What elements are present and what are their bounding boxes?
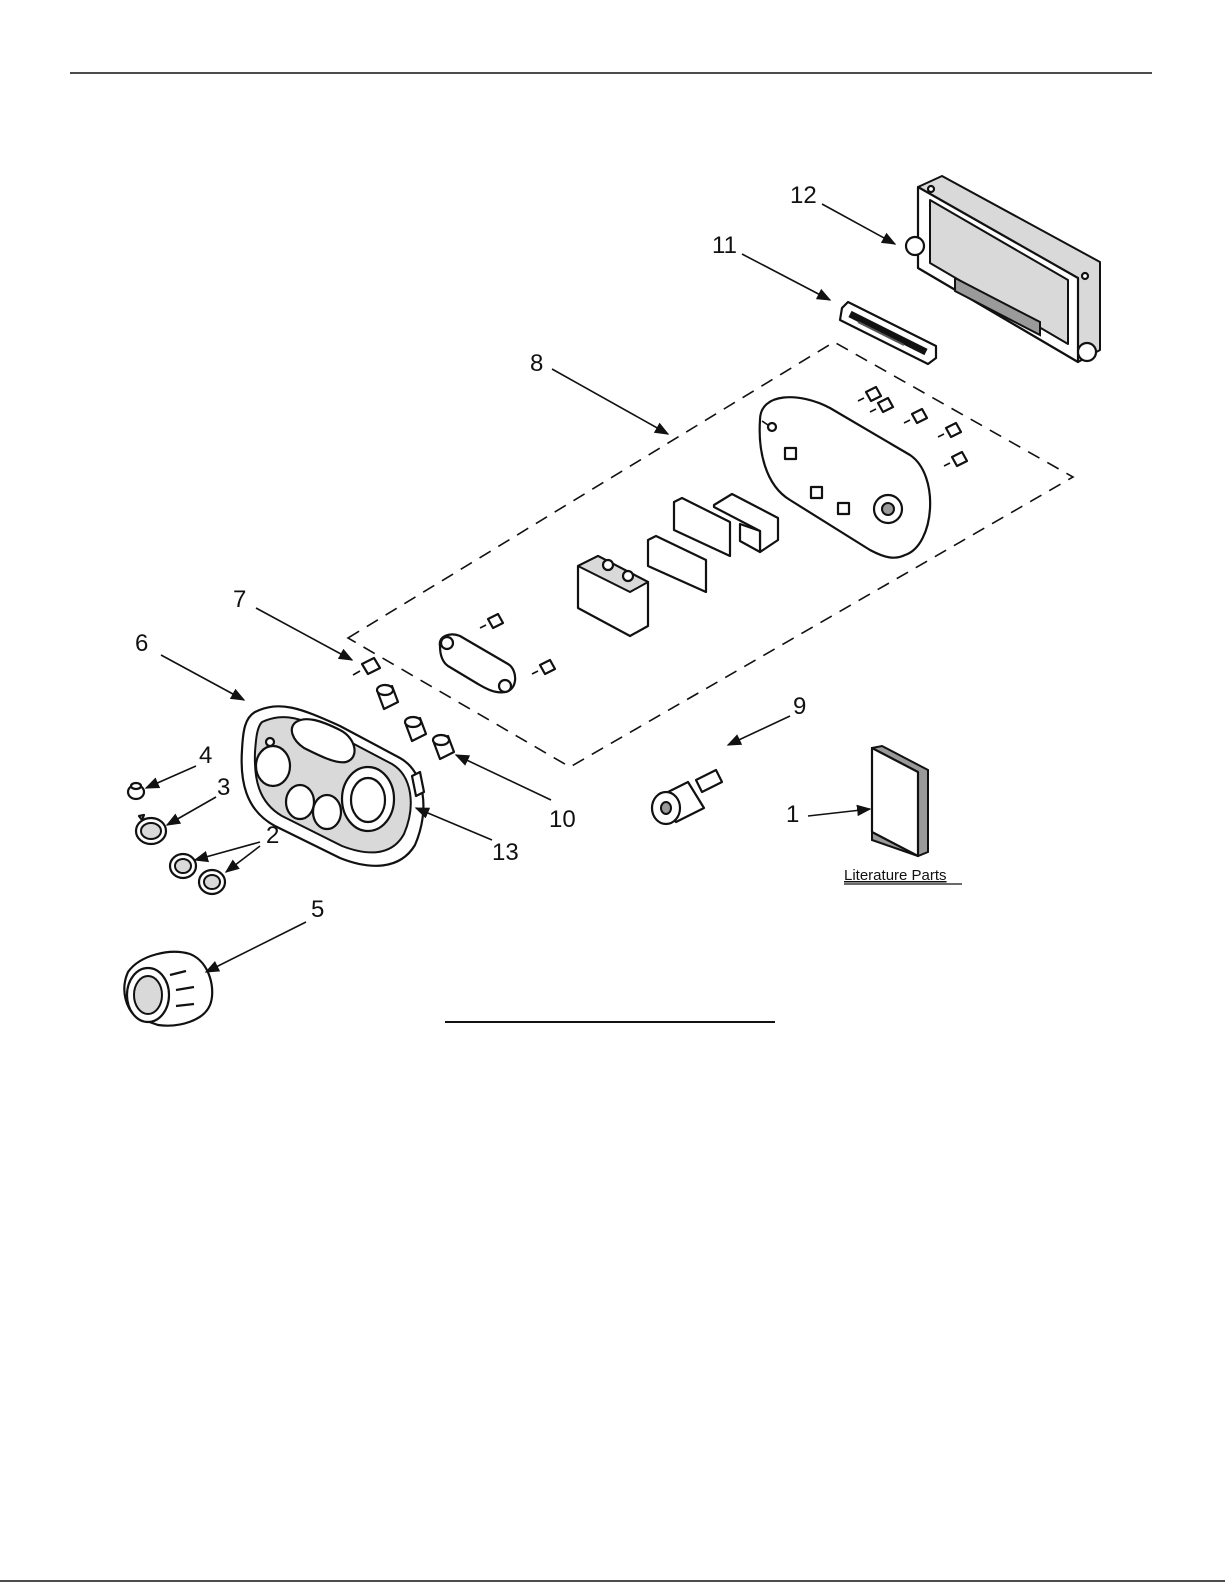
part-10-spacers bbox=[377, 685, 454, 759]
leader-9 bbox=[728, 716, 790, 745]
leader-13 bbox=[416, 808, 492, 840]
callout-11: 11 bbox=[712, 232, 737, 259]
part-3-button bbox=[136, 815, 166, 844]
leader-6 bbox=[161, 655, 244, 700]
callout-8: 8 bbox=[530, 350, 543, 377]
part-5-knob bbox=[124, 952, 212, 1026]
callout-7: 7 bbox=[233, 586, 246, 613]
leader-3 bbox=[167, 797, 216, 825]
leader-11 bbox=[742, 254, 830, 300]
callout-6: 6 bbox=[135, 630, 148, 657]
callout-4: 4 bbox=[199, 742, 212, 769]
part-9-stem bbox=[652, 770, 722, 824]
callout-9: 9 bbox=[793, 693, 806, 720]
leader-4 bbox=[146, 766, 196, 788]
leader-2a bbox=[195, 842, 260, 860]
leader-5 bbox=[206, 922, 306, 972]
callout-10: 10 bbox=[549, 806, 576, 833]
part-8-cover-plate bbox=[440, 614, 555, 692]
callout-13: 13 bbox=[492, 839, 519, 866]
part-4-button bbox=[128, 783, 144, 799]
leader-8 bbox=[552, 369, 668, 434]
part-11-badge bbox=[840, 302, 936, 364]
part-1-literature bbox=[872, 746, 928, 856]
part-7-screw bbox=[353, 658, 380, 675]
leader-7 bbox=[256, 608, 352, 660]
part-8-control-board bbox=[760, 397, 930, 558]
callout-3: 3 bbox=[217, 774, 230, 801]
callout-2: 2 bbox=[266, 822, 279, 849]
literature-parts-label: Literature Parts bbox=[844, 867, 947, 884]
leader-10 bbox=[456, 755, 551, 800]
callout-5: 5 bbox=[311, 896, 324, 923]
part-8-pads bbox=[648, 498, 730, 592]
leader-12 bbox=[822, 204, 895, 244]
assembly-boundary-8 bbox=[348, 342, 1073, 767]
part-12-housing bbox=[906, 176, 1100, 362]
part-8-relay bbox=[578, 556, 648, 636]
callout-12: 12 bbox=[790, 182, 817, 209]
leader-1 bbox=[808, 809, 870, 816]
callout-1: 1 bbox=[786, 801, 799, 828]
